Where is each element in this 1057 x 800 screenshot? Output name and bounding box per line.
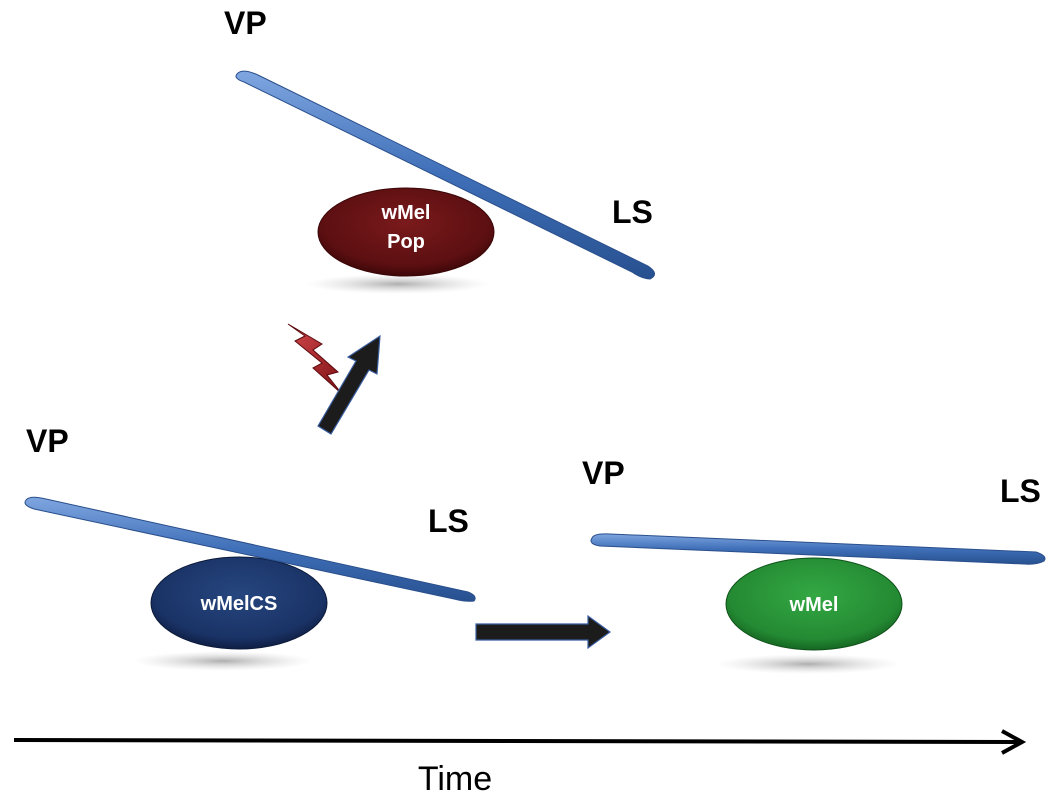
seesaw-left: wMelCS VP LS [24, 423, 476, 671]
time-axis-arrowhead [1001, 729, 1027, 755]
blob-wmel-pop [317, 187, 495, 277]
blob-wmel-pop-line2: Pop [387, 231, 425, 253]
label-ls-right: LS [1000, 473, 1041, 509]
shadow-top [306, 274, 490, 294]
time-axis: Time [13, 729, 1027, 798]
blob-wmel [725, 557, 903, 651]
plank-left [24, 496, 476, 602]
up-arrow-icon [317, 334, 381, 435]
label-ls-left: LS [428, 503, 469, 539]
label-vp-top: VP [224, 5, 267, 41]
shadow-left [133, 651, 313, 671]
label-ls-top: LS [612, 194, 653, 230]
blob-wmelcs [150, 556, 328, 650]
plank-top [235, 70, 655, 280]
blob-wmelcs-label: wMelCS [200, 593, 278, 615]
right-arrow-icon [475, 614, 612, 650]
seesaw-top: wMel Pop VP LS [224, 5, 655, 294]
plank-right [590, 533, 1046, 565]
lightning-icon [287, 323, 343, 395]
blob-wmel-label: wMel [789, 594, 839, 616]
time-axis-line [13, 738, 1019, 744]
label-vp-right: VP [582, 455, 625, 491]
shadow-right [716, 654, 900, 674]
time-axis-label: Time [418, 760, 492, 798]
blob-wmel-pop-line1: wMel [381, 202, 431, 224]
label-vp-left: VP [26, 423, 69, 459]
seesaw-right: wMel VP LS [582, 455, 1046, 674]
